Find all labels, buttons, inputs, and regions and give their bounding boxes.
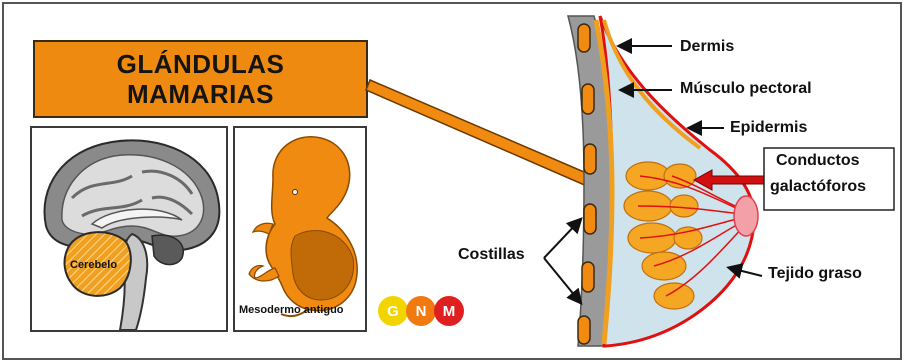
ducts-label-line-1: Conductos xyxy=(776,152,860,170)
ribs-label: Costillas xyxy=(458,246,525,264)
nipple xyxy=(734,196,758,236)
fat-label: Tejido graso xyxy=(768,265,862,283)
ducts-label-line-2: galactóforos xyxy=(770,178,866,196)
pectoral-label: Músculo pectoral xyxy=(680,80,812,98)
dermis-label: Dermis xyxy=(680,38,734,56)
epidermis-label: Epidermis xyxy=(730,119,807,137)
